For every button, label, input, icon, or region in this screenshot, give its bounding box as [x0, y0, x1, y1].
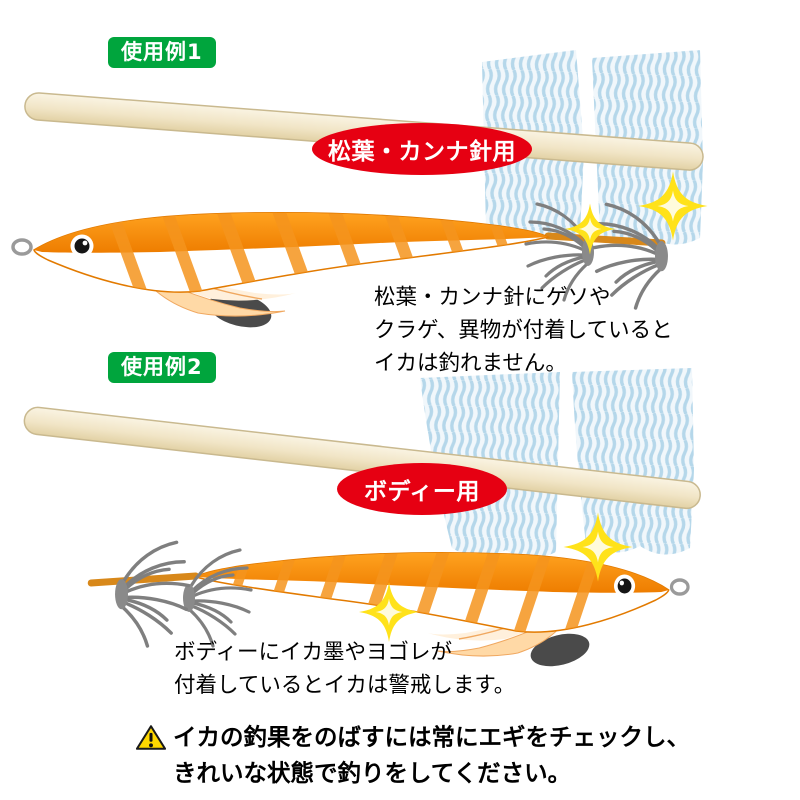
hook-caption: 松葉・カンナ針にゲソや クラゲ、異物が付着していると イカは釣れません。: [374, 281, 673, 380]
warning-line: イカの釣果をのばすには常にエギをチェックし、: [173, 723, 690, 751]
footer-warning: イカの釣果をのばすには常にエギをチェックし、 きれいな状態で釣りをしてください。: [135, 719, 690, 791]
warning-icon: [135, 724, 167, 791]
usage-example-1-badge: 使用例1: [108, 37, 216, 68]
caption-line: 松葉・カンナ針にゲソや: [374, 285, 611, 310]
egi-lure-2: [91, 503, 688, 677]
sinker-2: [530, 633, 590, 667]
hook-target-badge: 松葉・カンナ針用: [312, 123, 532, 175]
caption-line: 付着しているとイカは警戒します。: [174, 673, 516, 698]
body-caption: ボディーにイカ墨やヨゴレが 付着しているとイカは警戒します。: [174, 636, 515, 702]
caption-line: ボディーにイカ墨やヨゴレが: [174, 640, 452, 665]
egi-lure-1: [13, 163, 708, 337]
body-target-badge: ボディー用: [337, 463, 507, 515]
caption-line: イカは釣れません。: [374, 351, 567, 376]
warning-line: きれいな状態で釣りをしてください。: [173, 759, 572, 787]
usage-example-2-badge: 使用例2: [108, 352, 216, 383]
caption-line: クラゲ、異物が付着していると: [374, 318, 673, 343]
kanna-hooks-2: [113, 540, 253, 648]
warning-text: イカの釣果をのばすには常にエギをチェックし、 きれいな状態で釣りをしてください。: [173, 719, 690, 791]
